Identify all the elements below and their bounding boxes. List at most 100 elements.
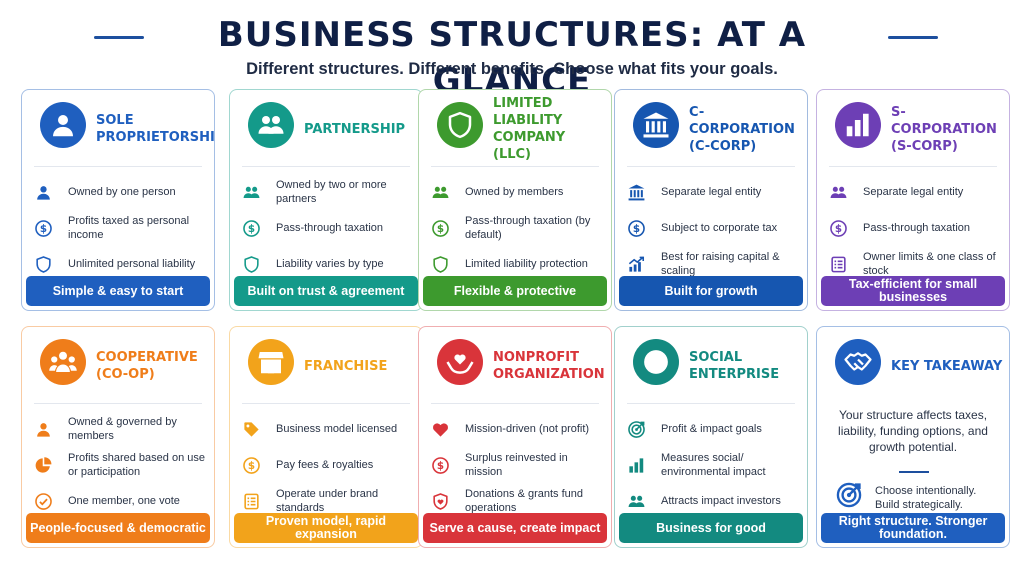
structure-card: FRANCHISE Business model licensed $ Pay … — [229, 326, 423, 548]
card-footer: Tax-efficient for small businesses — [821, 276, 1005, 306]
card-item-text: Liability varies by type — [276, 258, 384, 270]
card-item: Separate legal entity — [625, 174, 801, 210]
card-item: One member, one vote — [32, 483, 208, 519]
card-items: Separate legal entity $ Pass-through tax… — [827, 174, 1003, 282]
check-circle-icon — [32, 490, 54, 512]
card-item: Unlimited personal liability — [32, 246, 208, 282]
card-item: $ Pass-through taxation (by default) — [429, 210, 605, 246]
card-title: FRANCHISE — [304, 358, 388, 374]
card-item: $ Pay fees & royalties — [240, 447, 416, 483]
card-items: Mission-driven (not profit) $ Surplus re… — [429, 411, 605, 519]
svg-text:$: $ — [632, 223, 639, 235]
card-header: SOCIAL ENTERPRISE — [615, 327, 807, 405]
card-item: Owner limits & one class of stock — [827, 246, 1003, 282]
shield-heart-icon — [429, 490, 451, 512]
page-title: BUSINESS STRUCTURES: AT A GLANCE — [217, 15, 807, 101]
shield-icon — [32, 253, 54, 275]
card-item-text: Mission-driven (not profit) — [465, 423, 590, 435]
card-title: COOPERATIVE (CO-OP) — [96, 350, 198, 382]
card-footer: Proven model, rapid expansion — [234, 513, 418, 543]
card-item-text: Profits taxed as personal income — [68, 215, 190, 241]
growth-chart-icon — [625, 253, 647, 275]
card-divider — [242, 403, 410, 404]
card-divider — [242, 166, 410, 167]
card-item: Measures social/ environmental impact — [625, 447, 801, 483]
storefront-icon — [248, 339, 294, 385]
key-takeaway-note: Choose intentionally. Build strategicall… — [875, 484, 977, 511]
card-header: PARTNERSHIP — [230, 90, 422, 168]
card-header: C-CORPORATION (C-CORP) — [615, 90, 807, 168]
card-items: Owned by members $ Pass-through taxation… — [429, 174, 605, 282]
card-item-text: Owner limits & one class of stock — [863, 251, 996, 277]
card-divider — [34, 403, 202, 404]
structure-card: COOPERATIVE (CO-OP) Owned & governed by … — [21, 326, 215, 548]
card-item-text: Profit & impact goals — [661, 423, 762, 435]
card-divider — [627, 166, 795, 167]
heart-icon — [429, 418, 451, 440]
checklist-icon — [827, 253, 849, 275]
svg-text:$: $ — [247, 460, 254, 472]
card-item-text: Unlimited personal liability — [68, 258, 196, 270]
title-divider-left — [94, 36, 144, 39]
card-item: Owned by two or more partners — [240, 174, 416, 210]
card-title: S-CORPORATION (S-CORP) — [891, 104, 997, 154]
person-icon — [32, 418, 54, 440]
card-item: Business model licensed — [240, 411, 416, 447]
dollar-circle-icon: $ — [827, 217, 849, 239]
card-items: Owned by two or more partners $ Pass-thr… — [240, 174, 416, 282]
card-item: Liability varies by type — [240, 246, 416, 282]
card-item-text: Best for raising capital & scaling — [661, 251, 780, 277]
card-header: FRANCHISE — [230, 327, 422, 405]
card-item-text: Measures social/ environmental impact — [661, 452, 766, 478]
people-icon — [240, 181, 262, 203]
people-icon — [827, 181, 849, 203]
heart-hands-icon — [437, 339, 483, 385]
card-footer: Serve a cause, create impact — [423, 513, 607, 543]
card-title: SOLE PROPRIETORSHIP — [96, 113, 215, 145]
tag-icon — [240, 418, 262, 440]
target-icon — [835, 481, 875, 514]
card-header: S-CORPORATION (S-CORP) — [817, 90, 1009, 168]
card-item-text: Pass-through taxation — [276, 222, 384, 234]
card-divider — [34, 166, 202, 167]
dollar-circle-icon: $ — [429, 217, 451, 239]
card-item-text: Separate legal entity — [661, 186, 762, 198]
globe-icon — [633, 339, 679, 385]
header: BUSINESS STRUCTURES: AT A GLANCE — [0, 12, 1024, 101]
structure-card: NONPROFIT ORGANIZATION Mission-driven (n… — [418, 326, 612, 548]
card-item: $ Surplus reinvested in mission — [429, 447, 605, 483]
card-item-text: Owned & governed by members — [68, 416, 177, 442]
card-item-text: Limited liability protection — [465, 258, 588, 270]
card-footer: People-focused & democratic — [26, 513, 210, 543]
card-item: $ Pass-through taxation — [240, 210, 416, 246]
title-divider-right — [888, 36, 938, 39]
card-footer: Built for growth — [619, 276, 803, 306]
card-item-text: Owned by one person — [68, 186, 176, 198]
shield-icon — [429, 253, 451, 275]
card-item-text: Attracts impact investors — [661, 495, 781, 507]
key-takeaway-title: KEY TAKEAWAY — [891, 358, 1003, 374]
card-title: NONPROFIT ORGANIZATION — [493, 350, 605, 382]
card-title: SOCIAL ENTERPRISE — [689, 350, 780, 382]
card-item-text: Pass-through taxation (by default) — [465, 215, 591, 241]
card-item-text: Pass-through taxation — [863, 222, 971, 234]
card-item-text: Subject to corporate tax — [661, 222, 778, 234]
svg-text:$: $ — [436, 460, 443, 472]
card-item-text: Owned by two or more partners — [276, 179, 387, 205]
card-item: $ Subject to corporate tax — [625, 210, 801, 246]
card-item: Donations & grants fund operations — [429, 483, 605, 519]
people-icon — [248, 102, 294, 148]
card-header: NONPROFIT ORGANIZATION — [419, 327, 611, 405]
card-item-text: Owned by members — [465, 186, 564, 198]
dollar-circle-icon: $ — [625, 217, 647, 239]
card-item-text: Profits shared based on use or participa… — [68, 452, 205, 478]
card-item-text: Business model licensed — [276, 423, 398, 435]
group-icon — [40, 339, 86, 385]
card-item: Limited liability protection — [429, 246, 605, 282]
shield-icon — [240, 253, 262, 275]
card-item: Separate legal entity — [827, 174, 1003, 210]
key-takeaway-divider — [899, 471, 929, 473]
card-title: LIMITED LIABILITY COMPANY (LLC) — [493, 96, 566, 162]
card-header: LIMITED LIABILITY COMPANY (LLC) — [419, 90, 611, 168]
svg-text:$: $ — [436, 223, 443, 235]
